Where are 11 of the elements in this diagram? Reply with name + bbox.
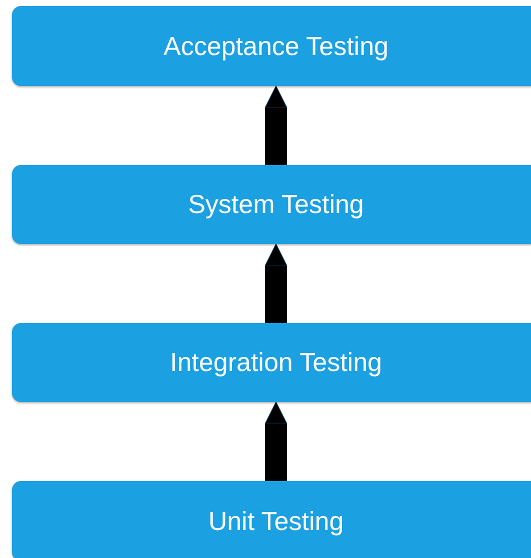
process-box xyxy=(12,165,531,244)
process-box xyxy=(12,481,531,558)
block-arrow xyxy=(264,402,288,481)
box-label: Acceptance Testing xyxy=(164,30,388,62)
block-arrow xyxy=(264,244,288,323)
process-box xyxy=(12,323,531,402)
block-arrow xyxy=(264,86,288,165)
box-label: Integration Testing xyxy=(170,347,382,378)
process-box xyxy=(12,6,531,86)
box-label: System Testing xyxy=(188,189,364,220)
box-label: Unit Testing xyxy=(208,506,344,536)
